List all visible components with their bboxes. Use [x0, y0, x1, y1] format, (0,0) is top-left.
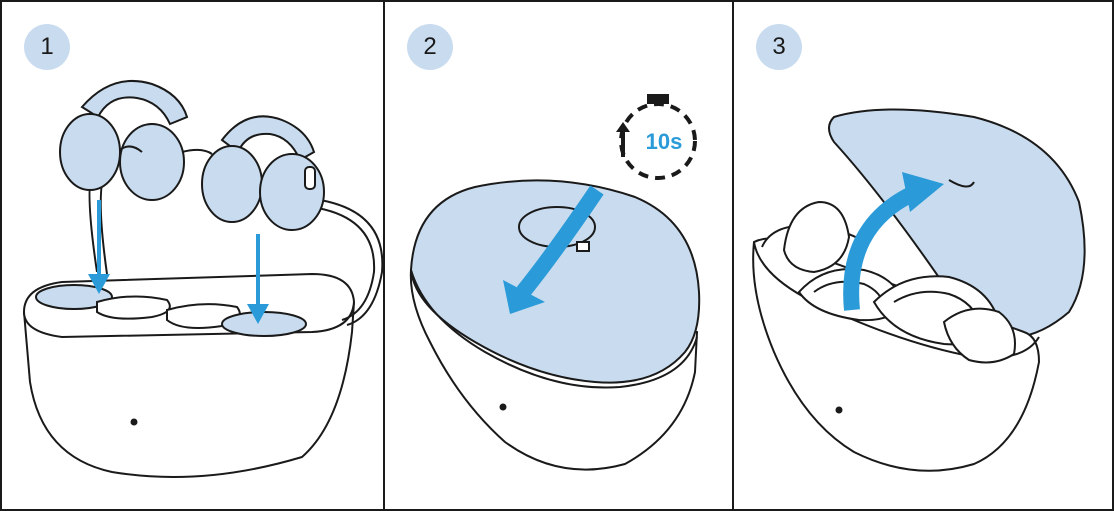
step-3-panel: 3 — [734, 2, 1112, 509]
step-1-panel: 1 — [2, 2, 385, 509]
step-2-panel: 10s 2 — [385, 2, 734, 509]
open-case-icon — [752, 108, 1086, 472]
step-3-illustration — [752, 108, 1086, 472]
down-arrow-icon — [88, 200, 269, 324]
step-2-badge: 2 — [407, 24, 453, 70]
stopwatch-icon: 10s — [616, 94, 697, 180]
headphones-icon — [59, 80, 325, 231]
step-3-badge: 3 — [756, 24, 802, 70]
closed-case-icon — [409, 179, 701, 471]
step-1-illustration — [22, 80, 383, 478]
charging-case-icon — [22, 161, 383, 478]
curved-arrow-icon — [503, 185, 604, 314]
curved-arrow-icon — [843, 172, 944, 311]
timer-label: 10s — [646, 129, 683, 154]
step-2-illustration: 10s — [409, 94, 701, 471]
step-1-badge: 1 — [24, 24, 70, 70]
